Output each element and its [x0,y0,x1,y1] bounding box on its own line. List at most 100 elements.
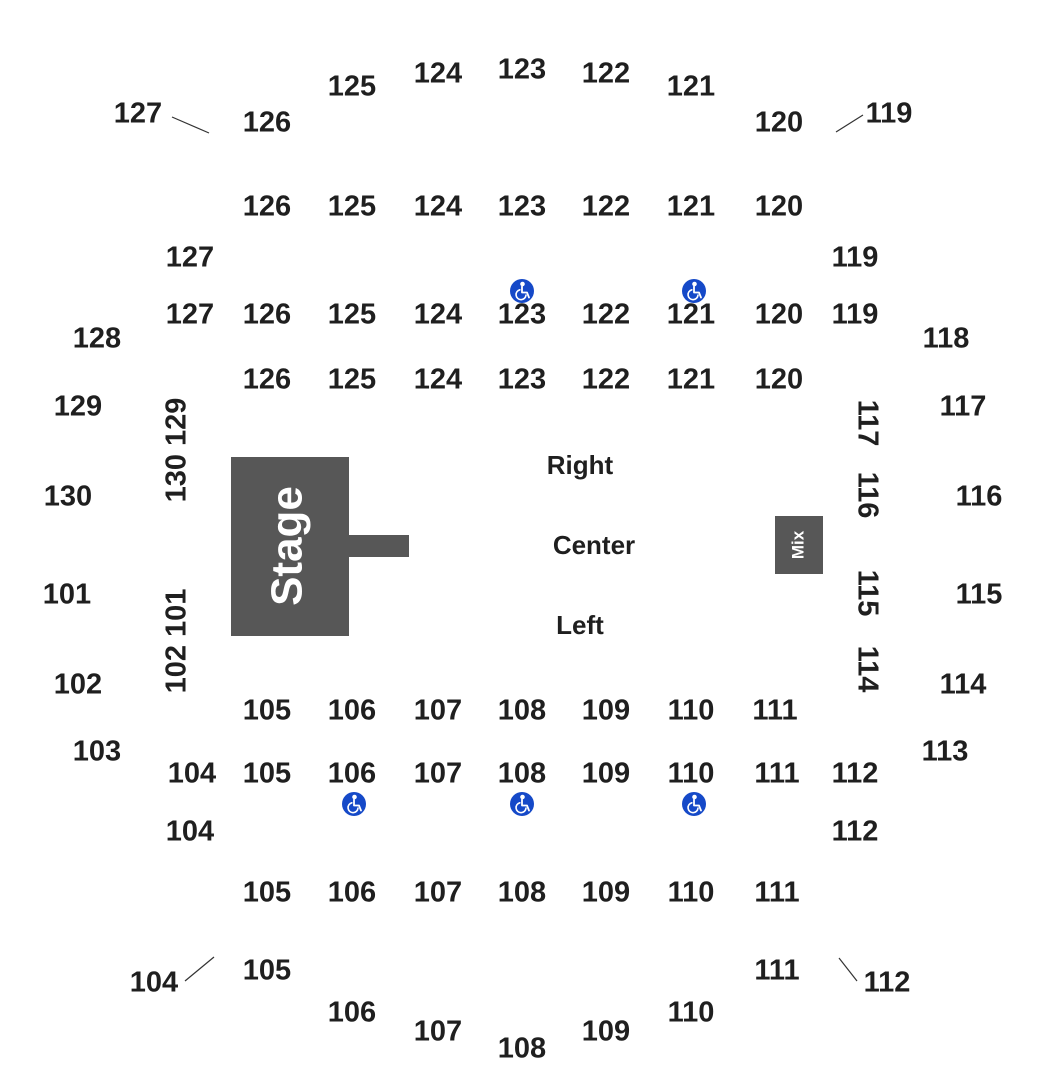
section-label[interactable]: 107 [414,1016,462,1048]
floor-section-center[interactable]: Center [553,530,635,560]
right-outer-sections: 118 117 116 115 114 113 [922,323,1003,768]
section-label[interactable]: 110 [668,877,715,909]
section-label[interactable]: 113 [922,736,969,768]
section-label[interactable]: 115 [851,570,883,617]
section-label[interactable]: 109 [582,877,630,909]
section-label[interactable]: 104 [168,758,216,790]
section-label[interactable]: 111 [754,758,799,790]
section-label[interactable]: 124 [414,191,462,223]
section-label[interactable]: 121 [667,71,715,103]
section-label[interactable]: 128 [73,323,121,355]
section-label[interactable]: 122 [582,58,630,90]
section-label[interactable]: 124 [414,58,462,90]
section-label[interactable]: 126 [243,299,291,331]
section-label[interactable]: 101 [43,579,91,611]
section-label[interactable]: 129 [54,391,102,423]
section-label[interactable]: 126 [243,107,291,139]
bottom-row-3-sections: 105 106 107 108 109 110 111 [243,877,800,909]
section-label[interactable]: 130 129 [161,398,193,503]
section-label[interactable]: 112 [832,758,879,790]
section-label[interactable]: 125 [328,364,376,396]
outer-bottom-sections: 104 105 106 107 108 109 110 111 112 [130,955,911,1065]
section-label[interactable]: 126 [243,191,291,223]
section-label[interactable]: 116 [956,481,1003,513]
section-label[interactable]: 110 [668,695,715,727]
section-label[interactable]: 105 [243,758,291,790]
section-label[interactable]: 125 [328,71,376,103]
section-label[interactable]: 104 [166,816,214,848]
wheelchair-icon [342,792,366,816]
section-label[interactable]: 112 [864,967,911,999]
section-label[interactable]: 122 [582,364,630,396]
section-label[interactable]: 115 [956,579,1003,611]
section-label[interactable]: 106 [328,997,376,1029]
section-label[interactable]: 119 [832,299,879,331]
section-label[interactable]: 124 [414,364,462,396]
section-label[interactable]: 117 [851,400,883,447]
section-label[interactable]: 108 [498,1033,546,1065]
section-label[interactable]: 120 [755,364,803,396]
section-label[interactable]: 121 [667,364,715,396]
top-side-sections: 127 119 [166,242,879,274]
section-label[interactable]: 123 [498,299,546,331]
section-label[interactable]: 107 [414,695,462,727]
section-label[interactable]: 109 [582,758,630,790]
section-label[interactable]: 111 [754,877,799,909]
section-label[interactable]: 111 [754,955,799,987]
section-label[interactable]: 122 [582,191,630,223]
section-label[interactable]: 111 [752,695,797,727]
section-label[interactable]: 127 [114,98,162,130]
section-label[interactable]: 114 [851,646,883,693]
section-label[interactable]: 110 [668,997,715,1029]
stage[interactable] [231,457,349,636]
section-label[interactable]: 117 [940,391,987,423]
section-label[interactable]: 120 [755,107,803,139]
wheelchair-icon [682,279,706,303]
section-label[interactable]: 107 [414,877,462,909]
section-label[interactable]: 105 [243,877,291,909]
section-label[interactable]: 106 [328,877,376,909]
section-label[interactable]: 104 [130,967,178,999]
section-label[interactable]: 120 [755,191,803,223]
section-label[interactable]: 114 [940,669,987,701]
section-label[interactable]: 125 [328,299,376,331]
section-label[interactable]: 122 [582,299,630,331]
section-label[interactable]: 103 [73,736,121,768]
top-row-1-sections: 126 125 124 123 122 121 120 [243,191,803,223]
section-label[interactable]: 130 [44,481,92,513]
section-label[interactable]: 116 [851,472,883,519]
section-label[interactable]: 106 [328,695,376,727]
section-label[interactable]: 123 [498,364,546,396]
section-label[interactable]: 126 [243,364,291,396]
section-label[interactable]: 108 [498,877,546,909]
section-label[interactable]: 105 [243,955,291,987]
section-label[interactable]: 106 [328,758,376,790]
section-label[interactable]: 121 [667,299,715,331]
section-label[interactable]: 102 101 [161,589,193,694]
section-label[interactable]: 121 [667,191,715,223]
section-label[interactable]: 120 [755,299,803,331]
section-label[interactable]: 119 [832,242,879,274]
section-label[interactable]: 118 [923,323,970,355]
section-label[interactable]: 109 [582,695,630,727]
section-label[interactable]: 102 [54,669,102,701]
section-label[interactable]: 123 [498,191,546,223]
section-label[interactable]: 107 [414,758,462,790]
section-label[interactable]: 112 [832,816,879,848]
floor-section-left[interactable]: Left [556,610,604,640]
section-label[interactable]: 110 [668,758,715,790]
section-label[interactable]: 108 [498,758,546,790]
floor-section-right[interactable]: Right [547,450,614,480]
section-label[interactable]: 124 [414,299,462,331]
section-label[interactable]: 127 [166,299,214,331]
section-label[interactable]: 125 [328,191,376,223]
section-label[interactable]: 109 [582,1016,630,1048]
section-label[interactable]: 105 [243,695,291,727]
section-label[interactable]: 127 [166,242,214,274]
section-label[interactable]: 108 [498,695,546,727]
section-label[interactable]: 119 [866,98,913,130]
right-inner-sections: 117 116 115 114 [851,400,883,693]
mix-position [775,516,823,574]
section-label[interactable]: 123 [498,54,546,86]
